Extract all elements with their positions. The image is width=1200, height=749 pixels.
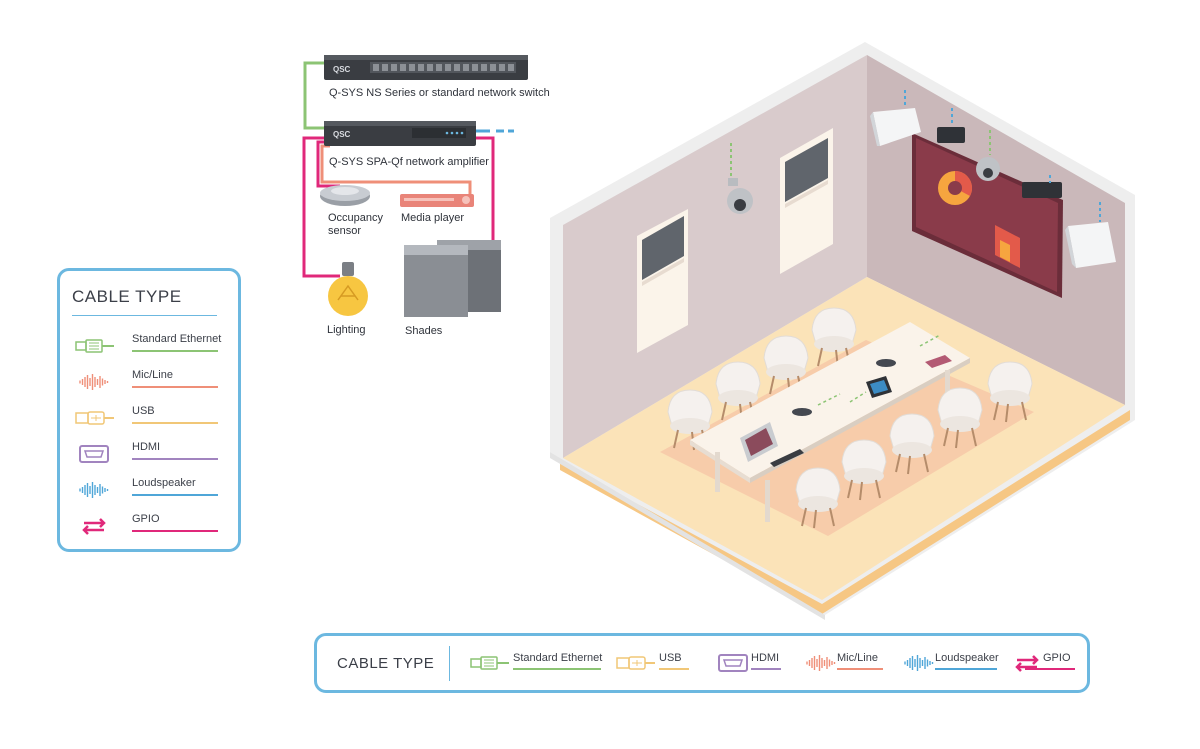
legend-color-bar: [1025, 668, 1075, 670]
bidirectional-arrows-icon: [1007, 652, 1047, 674]
legend-label: USB: [659, 652, 682, 664]
chairs-back-row: [667, 307, 857, 451]
hdmi-port-icon: [74, 443, 118, 465]
legend-color-bar: [513, 668, 601, 670]
legend-label: HDMI: [132, 441, 161, 453]
legend-label: Loudspeaker: [935, 652, 999, 664]
cable-type-legend-horizontal: CABLE TYPE Standard Ethernet USB HDMI Mi…: [314, 633, 1090, 693]
legend-row-gpio: GPIO: [74, 513, 224, 543]
loudspeaker-right: [1065, 202, 1116, 268]
shades-block: [404, 240, 501, 317]
chair: [937, 387, 983, 449]
network-switch: QSC: [324, 55, 528, 80]
legend-row-usb: USB: [74, 405, 224, 435]
shades-label: Shades: [405, 325, 443, 337]
chair: [987, 361, 1033, 423]
switch-port: [463, 64, 469, 71]
gpio-cable-lighting: [302, 136, 340, 278]
switch-label: Q-SYS NS Series or standard network swit…: [329, 87, 550, 99]
legend-color-bar: [132, 422, 218, 424]
media-player: [400, 194, 474, 207]
cable-type-legend-vertical: CABLE TYPE Standard Ethernet Mic/Line US…: [57, 268, 241, 552]
legend-color-bar: [935, 668, 997, 670]
ceiling-camera: [727, 143, 753, 214]
switch-port: [490, 64, 496, 71]
hdmi-port-icon: [713, 652, 753, 674]
legend-label: HDMI: [751, 652, 780, 664]
switch-port: [400, 64, 406, 71]
switch-port: [427, 64, 433, 71]
ethernet-plug-icon: [469, 652, 509, 674]
conference-room: [550, 42, 1135, 620]
legend-row-loudspeaker: Loudspeaker: [74, 477, 224, 507]
conference-table: [690, 322, 970, 522]
lighting-bulb: [328, 262, 368, 316]
chair: [889, 413, 935, 475]
legend-divider: [449, 646, 450, 681]
occupancy-sensor: [320, 185, 370, 206]
ethernet-cable-switch-amp: [303, 61, 330, 130]
chair: [841, 439, 887, 501]
legend-color-bar: [837, 668, 883, 670]
occupancy-label-line2: sensor: [328, 225, 362, 237]
svg-text:QSC: QSC: [333, 130, 351, 139]
switch-port: [454, 64, 460, 71]
media-player-label: Media player: [401, 212, 464, 224]
switch-port: [382, 64, 388, 71]
legend-title: CABLE TYPE: [72, 287, 182, 306]
legend-label: Loudspeaker: [132, 477, 196, 489]
legend-color-bar: [132, 530, 218, 532]
switch-port: [436, 64, 442, 71]
gpio-cable-shades: [476, 136, 495, 240]
chair: [795, 467, 841, 529]
legend-color-bar: [132, 386, 218, 388]
waveform-icon: [74, 371, 118, 393]
waveform-icon: [801, 652, 841, 674]
switch-port: [499, 64, 505, 71]
loudspeaker-left: [870, 90, 921, 146]
wall-camera: [976, 130, 1000, 181]
legend-color-bar: [132, 350, 218, 352]
waveform-icon: [74, 479, 118, 501]
switch-port: [391, 64, 397, 71]
switch-port: [508, 64, 514, 71]
legend-color-bar: [659, 668, 689, 670]
legend-row-hdmi: HDMI: [74, 441, 224, 471]
legend-label: USB: [132, 405, 155, 417]
micline-cable-media: [320, 144, 472, 194]
occupancy-label-line1: Occupancy: [328, 212, 384, 224]
svg-text:QSC: QSC: [333, 65, 351, 74]
switch-port: [409, 64, 415, 71]
legend-row-mic-line: Mic/Line: [74, 369, 224, 399]
legend-label: Standard Ethernet: [513, 652, 603, 664]
legend-label: Mic/Line: [837, 652, 878, 664]
legend-row-standard-ethernet: Standard Ethernet: [74, 333, 224, 363]
bidirectional-arrows-icon: [74, 515, 118, 537]
legend-title-rule: [72, 315, 217, 316]
amplifier-label: Q-SYS SPA-Qf network amplifier: [329, 156, 489, 168]
chairs-front-row: [795, 361, 1033, 529]
legend-label: Standard Ethernet: [132, 333, 222, 345]
switch-port: [481, 64, 487, 71]
switch-port: [472, 64, 478, 71]
waveform-icon: [899, 652, 939, 674]
chair: [811, 307, 857, 369]
legend-color-bar: [132, 458, 218, 460]
legend-color-bar: [132, 494, 218, 496]
switch-port: [445, 64, 451, 71]
usb-plug-icon: [615, 652, 655, 674]
usb-plug-icon: [74, 407, 118, 429]
legend-color-bar: [751, 668, 781, 670]
lighting-label: Lighting: [327, 324, 366, 336]
legend-label: GPIO: [1043, 652, 1071, 664]
legend-label: Mic/Line: [132, 369, 173, 381]
legend-label: GPIO: [132, 513, 160, 525]
legend-title: CABLE TYPE: [337, 655, 435, 672]
switch-port: [373, 64, 379, 71]
switch-port: [418, 64, 424, 71]
network-amplifier: QSC: [324, 121, 476, 146]
ethernet-plug-icon: [74, 335, 118, 357]
